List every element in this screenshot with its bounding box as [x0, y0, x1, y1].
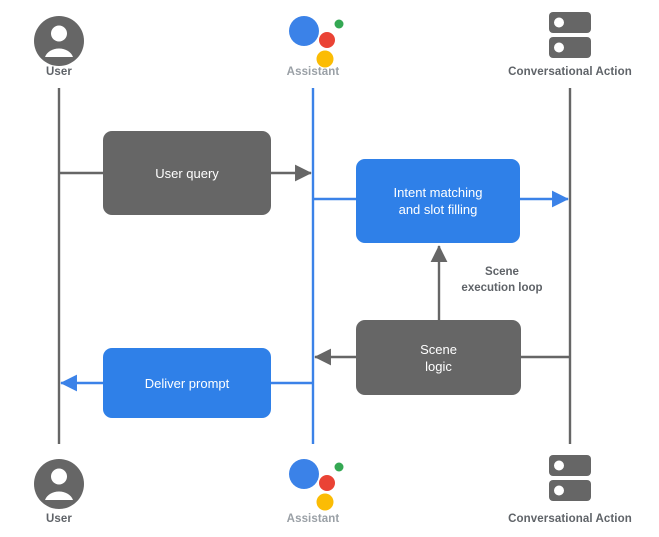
node-scene-logic-label: Scene logic	[420, 341, 457, 375]
annotation-scene-execution-loop: Scene execution loop	[461, 264, 542, 296]
annotation-scene-execution-loop-line1: Scene	[485, 266, 519, 278]
user-avatar-icon	[34, 16, 84, 66]
google-assistant-icon	[289, 16, 344, 68]
node-deliver-prompt-label: Deliver prompt	[144, 375, 230, 391]
actor-label-assistant-bottom: Assistant	[286, 513, 340, 525]
node-scene-logic[interactable]: Scene logic	[356, 320, 521, 395]
actor-label-user-bottom: User	[46, 513, 72, 525]
server-icon	[549, 455, 591, 501]
server-icon	[549, 12, 591, 58]
node-user-query[interactable]: User query	[103, 131, 271, 215]
node-intent-matching-label-line2: and slot filling	[398, 202, 478, 217]
annotation-scene-execution-loop-line2: execution loop	[461, 282, 543, 294]
actor-label-conversational-action-top: Conversational Action	[508, 66, 632, 78]
node-user-query-label: User query	[155, 165, 219, 181]
actor-label-user-top: User	[46, 66, 72, 78]
actor-label-assistant-top: Assistant	[286, 66, 340, 78]
google-assistant-icon	[289, 459, 344, 511]
actor-label-conversational-action-bottom: Conversational Action	[508, 513, 632, 525]
node-scene-logic-label-line1: Scene	[420, 341, 457, 357]
node-intent-matching-label-line1: Intent matching	[393, 185, 483, 200]
node-scene-logic-label-line2: logic	[425, 358, 452, 374]
node-intent-matching-label: Intent matching and slot filling	[394, 184, 483, 218]
node-intent-matching[interactable]: Intent matching and slot filling	[356, 159, 520, 243]
user-avatar-icon	[34, 459, 84, 509]
node-deliver-prompt[interactable]: Deliver prompt	[103, 348, 271, 418]
